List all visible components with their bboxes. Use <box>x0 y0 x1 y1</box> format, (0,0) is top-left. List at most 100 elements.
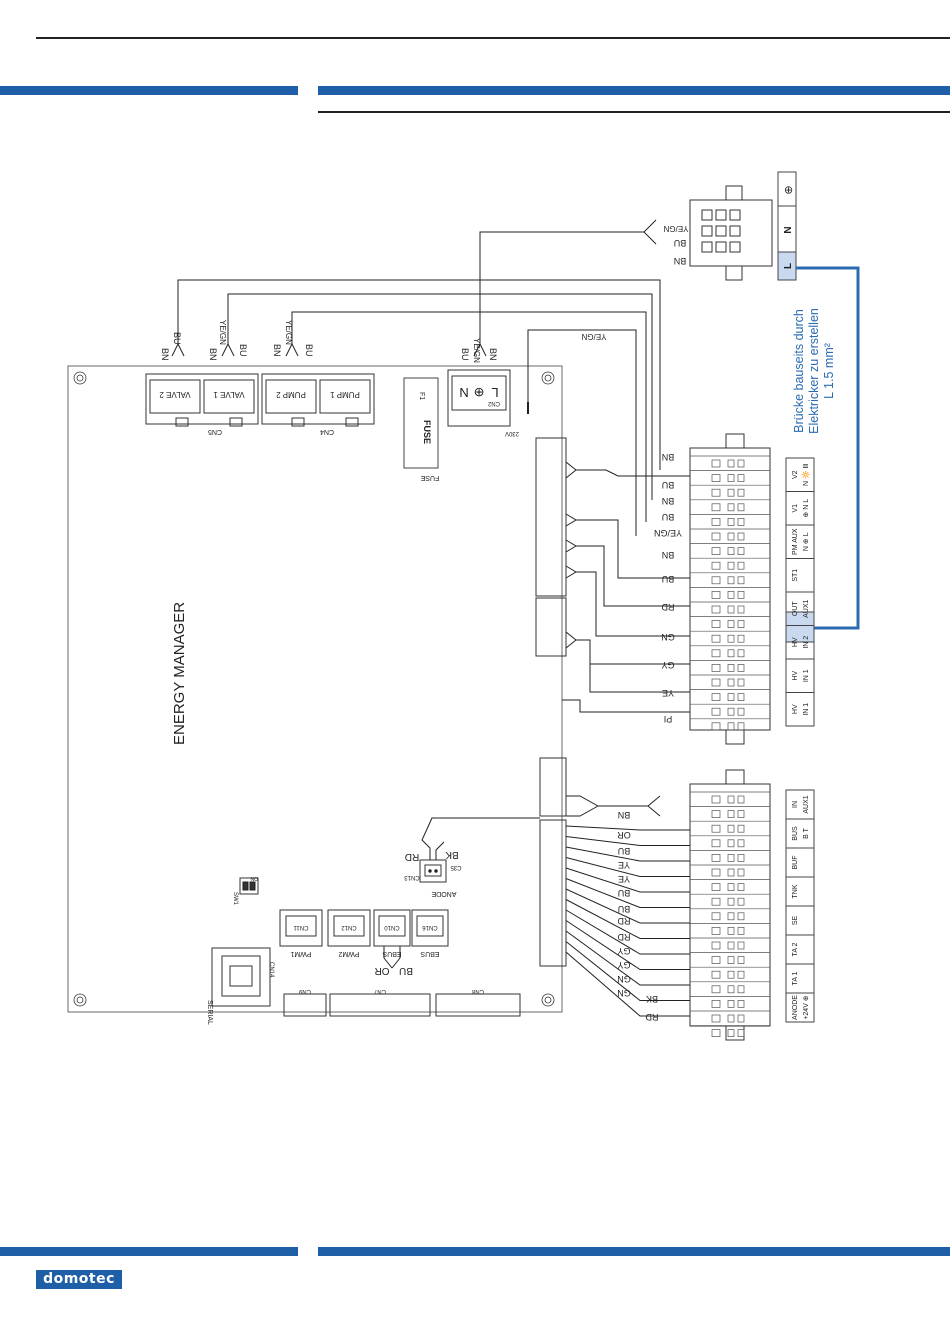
upper-terminal-wire-label: RD <box>661 602 674 612</box>
cn13-label: CN13 <box>404 874 420 880</box>
cn2-wire-bn: BN <box>488 348 498 361</box>
lower-terminal-wire-label: GN <box>617 974 631 984</box>
earth-wire-label: YE/GN <box>581 332 606 341</box>
cn5-wire-yegn: YE/GN <box>218 320 227 345</box>
ebus-label-2: EBUS <box>420 950 439 957</box>
lower-terminal-wire-label: RD <box>645 1012 658 1022</box>
terminal-slot <box>737 941 745 950</box>
lower-terminal-wire-label: OR <box>617 830 631 840</box>
cn13-wires <box>421 817 540 860</box>
cn5-slot-valve2: VALVE 2 <box>159 390 191 399</box>
upper-terminal-wire-label: BU <box>662 480 675 490</box>
mains-label-n: N <box>783 226 794 233</box>
header-thin-rule <box>318 111 950 113</box>
cn13-wire-rd: RD <box>405 851 419 862</box>
upper-group-bottom-label: ⊕ N L <box>803 499 810 518</box>
terminal-slot <box>737 503 745 512</box>
mains-wire-yegn: YE/GN <box>663 224 688 233</box>
terminal-slot <box>737 488 745 497</box>
cn5-connector <box>145 373 259 427</box>
terminal-slot <box>737 532 745 541</box>
upper-group-top-label: ST1 <box>792 569 799 582</box>
fuse-label: FUSE <box>420 474 439 481</box>
terminal-slot <box>737 824 745 833</box>
cn16-label: CN16 <box>422 924 438 930</box>
terminal-slot <box>727 649 735 658</box>
cn13-connector <box>419 859 447 883</box>
cn4-wire-bu: BU <box>304 344 314 357</box>
terminal-slot <box>737 1000 745 1008</box>
serial-port <box>211 947 271 1007</box>
mains-label-pe: ⊕ <box>783 185 795 194</box>
terminal-slot <box>727 1014 735 1023</box>
upper-terminal-strip <box>689 433 771 745</box>
mains-wire-bn: BN <box>674 256 687 266</box>
upper-group-bottom-label: AUX1 <box>803 600 810 618</box>
lower-group-top-label: TA 1 <box>792 971 799 985</box>
pwm2-label: PWM2 <box>338 950 359 957</box>
upper-terminal-wire-label: BN <box>662 550 675 560</box>
upper-wires <box>171 219 661 536</box>
lower-terminal-wire-label: RD <box>617 932 630 942</box>
terminal-slot <box>711 488 721 497</box>
terminal-slot <box>727 824 735 833</box>
upper-terminal-wire-label: BU <box>662 574 675 584</box>
upper-group-bottom-label: IN 1 <box>803 669 810 682</box>
bus-wire-or: OR <box>375 965 390 976</box>
cn13-wire-bk: BK <box>445 849 459 860</box>
upper-group-top-label: PM AUX <box>792 528 799 555</box>
fuse-id: F1 <box>418 392 425 400</box>
terminal-slot <box>737 518 745 526</box>
board-title: ENERGY MANAGER <box>171 602 188 745</box>
sw1-switch <box>239 877 259 895</box>
cn4-connector <box>261 373 375 427</box>
terminal-slot <box>727 576 735 585</box>
terminal-slot <box>727 810 735 818</box>
cn2-pin-l: L <box>491 385 498 400</box>
terminal-slot <box>711 503 721 512</box>
terminal-slot <box>711 722 721 731</box>
cn2-pin-n: N <box>459 385 468 400</box>
terminal-slot <box>711 854 721 862</box>
terminal-slot <box>711 547 721 555</box>
cn4-slot-pump2: PUMP 2 <box>276 390 306 399</box>
terminal-slot <box>737 459 745 468</box>
terminal-slot <box>737 883 745 891</box>
cn2-voltage: 230V <box>505 430 519 436</box>
upper-group-top-label: HV <box>792 637 799 647</box>
cn2-label: CN2 <box>487 400 500 406</box>
terminal-slot <box>711 678 721 687</box>
upper-terminal-wire-label: PI <box>664 714 673 724</box>
terminal-slot <box>727 707 735 716</box>
header-bar-right <box>318 86 950 95</box>
terminal-slot <box>727 722 735 731</box>
terminal-slot <box>711 912 721 921</box>
lower-terminal-cells <box>690 791 770 1037</box>
terminal-slot <box>711 474 721 482</box>
terminal-slot <box>727 488 735 497</box>
serial-id: CN14 <box>268 962 274 978</box>
board-to-upper-terminal <box>562 461 690 713</box>
terminal-slot <box>711 605 721 614</box>
terminal-slot <box>727 664 735 672</box>
board-mount-holes <box>73 371 555 1007</box>
cn10-label: CN10 <box>384 924 400 930</box>
fuse-holder <box>403 377 439 469</box>
terminal-slot <box>711 1014 721 1023</box>
terminal-slot <box>727 693 735 701</box>
footer-bar-left <box>0 1247 298 1256</box>
serial-label: SERIAL <box>206 1000 213 1025</box>
bridge-note-line2: Elektricker zu erstellen <box>807 308 821 434</box>
terminal-slot <box>711 839 721 848</box>
terminal-slot <box>711 620 721 628</box>
lower-terminal-wire-label: GN <box>617 988 631 998</box>
lower-terminal-wire-label: RD <box>617 916 630 926</box>
board-to-lower-terminal <box>565 795 690 1017</box>
terminal-slot <box>727 1000 735 1008</box>
terminal-slot <box>737 956 745 964</box>
bridge-note-line3: L 1.5 mm² <box>822 343 836 399</box>
terminal-slot <box>711 970 721 979</box>
cn5-wire-bu-1: BU <box>172 332 182 345</box>
